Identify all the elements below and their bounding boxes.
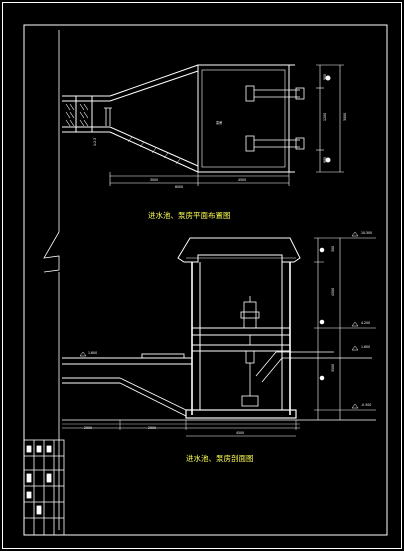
sec-dim-bottom-right: 4500 <box>236 431 244 435</box>
sec-left-water: 1.600 <box>88 351 97 355</box>
outlet-pipe <box>290 351 372 359</box>
pump-upper <box>245 85 305 102</box>
intake-floor <box>191 344 291 352</box>
pump-unit <box>240 296 260 407</box>
plan-dim-right-top: 900 <box>323 74 327 80</box>
section-view-caption: 进水池、泵房剖面图 <box>186 453 254 463</box>
sec-elev-water: 1.600 <box>361 345 370 349</box>
plan-centre-label: 泵房 <box>216 120 222 125</box>
inner-frame <box>23 24 388 536</box>
sec-elev-bottom: -0.500 <box>361 403 371 407</box>
plan-slope-label: 1:2.5 <box>93 138 97 146</box>
discharge-pipe <box>255 351 292 383</box>
break-line <box>43 30 60 530</box>
sec-dim-bottom-left: 2500 <box>84 426 92 430</box>
screen-hatch <box>65 103 89 127</box>
sec-dim-right-top: 300 <box>331 246 335 252</box>
sec-elev-top: 10.500 <box>361 231 372 235</box>
slope-hatch <box>127 136 181 165</box>
plan-dim-right-mid: 1200 <box>323 113 327 121</box>
sec-elev-floor: 4.200 <box>361 321 370 325</box>
plan-dim-bottom-right: 4500 <box>238 178 246 182</box>
pump-lower <box>245 135 305 152</box>
plan-dim-right-bot: 900 <box>323 157 327 163</box>
sec-dim-right-mid: 4500 <box>331 288 335 296</box>
base-slab <box>185 409 297 419</box>
plan-view <box>62 64 344 186</box>
motor-floor <box>191 327 291 336</box>
gate-symbol <box>104 107 112 126</box>
plan-view-caption: 进水池、泵房平面布置图 <box>148 210 231 220</box>
plan-dim-right-total: 3000 <box>343 113 347 121</box>
roof <box>177 237 301 263</box>
inlet-channel-section <box>62 353 192 417</box>
plan-dim-bottom-total: 6000 <box>175 185 183 189</box>
sec-dim-bottom-mid: 2500 <box>148 426 156 430</box>
section-view <box>62 231 376 437</box>
title-block <box>23 439 65 536</box>
plan-dim-bottom-left: 3000 <box>150 178 158 182</box>
sec-dim-right-low: 3500 <box>331 364 335 372</box>
